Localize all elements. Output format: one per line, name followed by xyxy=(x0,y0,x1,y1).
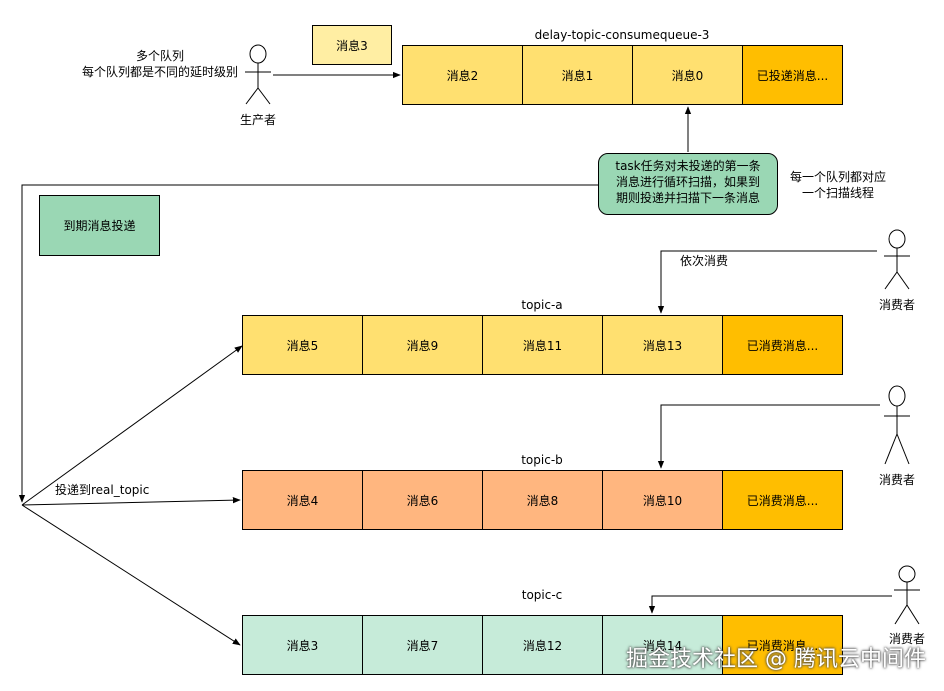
consumer-c-label: 消费者 xyxy=(888,632,925,646)
topic-c-cell: 消息7 xyxy=(362,615,483,675)
topic-c-cell: 消息12 xyxy=(482,615,603,675)
deliver-topic-c-arrow xyxy=(21,504,241,646)
consumer-b-arrow xyxy=(657,404,880,469)
deliver-to-real-topic-label: 投递到real_topic xyxy=(55,483,150,497)
task-scan-note: task任务对未投递的第一条 消息进行循环扫描，如果到 期则投递并扫描下一条消息 xyxy=(598,153,778,215)
delay-queue-delivered-cell: 已投递消息... xyxy=(742,45,843,105)
delay-queue-cell: 消息2 xyxy=(402,45,523,105)
topic-a-queue: 消息5 消息9 消息11 消息13 已消费消息... xyxy=(242,315,843,375)
consumer-a-arrow xyxy=(657,250,877,314)
delay-queue-title: delay-topic-consumequeue-3 xyxy=(534,28,710,42)
consumer-a-actor-icon xyxy=(884,229,910,290)
topic-b-cell: 消息6 xyxy=(362,470,483,530)
delay-queue-cell: 消息1 xyxy=(522,45,633,105)
consumer-c-actor-icon xyxy=(894,565,920,625)
consumer-b-label: 消费者 xyxy=(878,473,915,487)
task-note-line1: task任务对未投递的第一条 xyxy=(615,159,761,173)
delivery-route-line xyxy=(18,184,600,503)
topic-c-cell: 消息14 xyxy=(602,615,723,675)
scan-thread-line2: 一个扫描线程 xyxy=(801,186,874,200)
due-delivery-box: 到期消息投递 xyxy=(39,195,160,256)
topic-a-cell: 消息5 xyxy=(242,315,363,375)
consume-in-order-label: 依次消费 xyxy=(680,254,729,268)
pending-message-box: 消息3 xyxy=(312,25,392,65)
consumer-c-arrow xyxy=(648,595,892,614)
topic-c-title: topic-c xyxy=(521,588,563,602)
producer-label: 生产者 xyxy=(239,113,276,127)
topic-a-consumed-cell: 已消费消息... xyxy=(722,315,843,375)
delay-queue: 消息2 消息1 消息0 已投递消息... xyxy=(402,45,843,105)
producer-desc-line2: 每个队列都是不同的延时级别 xyxy=(81,65,238,79)
watermark: 掘金技术社区 @ 腾讯云中间件 xyxy=(626,647,926,672)
consumer-a-label: 消费者 xyxy=(878,298,915,312)
task-note-line2: 消息进行循环扫描，如果到 xyxy=(615,175,760,189)
task-note-line3: 期则投递并扫描下一条消息 xyxy=(615,191,760,205)
topic-b-title: topic-b xyxy=(521,453,563,467)
topic-b-queue: 消息4 消息6 消息8 消息10 已消费消息... xyxy=(242,470,843,530)
topic-c-cell: 消息3 xyxy=(242,615,363,675)
topic-a-title: topic-a xyxy=(521,298,563,312)
topic-b-cell: 消息8 xyxy=(482,470,603,530)
topic-b-cell: 消息4 xyxy=(242,470,363,530)
topic-a-cell: 消息9 xyxy=(362,315,483,375)
topic-b-consumed-cell: 已消费消息... xyxy=(722,470,843,530)
topic-c-queue: 消息3 消息7 消息12 消息14 已消费消息... xyxy=(242,615,843,675)
topic-a-cell: 消息11 xyxy=(482,315,603,375)
producer-desc-line1: 多个队列 xyxy=(135,49,184,63)
delay-queue-cell: 消息0 xyxy=(632,45,743,105)
topic-c-consumed-cell: 已消费消息... xyxy=(722,615,843,675)
deliver-topic-a-arrow xyxy=(21,345,243,506)
producer-actor-icon xyxy=(245,44,271,105)
scan-thread-line1: 每一个队列都对应 xyxy=(789,170,886,184)
topic-a-cell: 消息13 xyxy=(602,315,723,375)
consumer-b-actor-icon xyxy=(884,385,910,465)
topic-b-cell: 消息10 xyxy=(602,470,723,530)
deliver-topic-b-arrow xyxy=(21,496,241,506)
